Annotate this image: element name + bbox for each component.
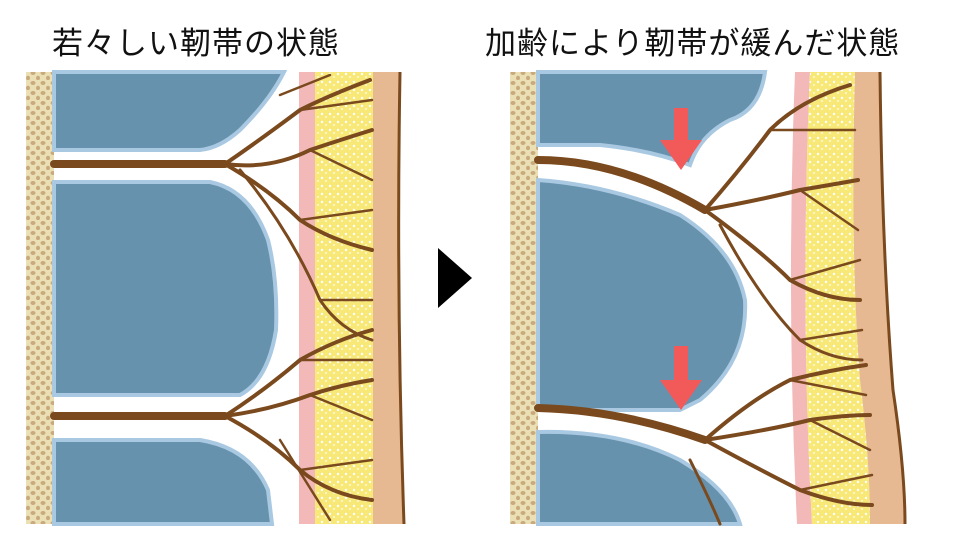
dermis-layer bbox=[299, 72, 315, 524]
arrow-down-icon bbox=[660, 346, 702, 410]
fat-pad bbox=[52, 438, 275, 526]
young-ligament-title: 若々しい靭帯の状態 bbox=[52, 26, 340, 62]
fat-pad bbox=[536, 177, 748, 412]
fat-pad bbox=[536, 70, 768, 168]
arrow-right-icon bbox=[438, 248, 472, 308]
young-panel bbox=[26, 70, 406, 526]
sagging-arrows bbox=[660, 108, 702, 410]
bone-layer bbox=[510, 72, 538, 524]
skin-layer bbox=[853, 72, 905, 524]
fat-pad bbox=[52, 180, 279, 397]
fat-pad bbox=[52, 70, 288, 152]
skin-layer bbox=[373, 72, 404, 524]
arrow-down-icon bbox=[660, 108, 702, 170]
ligament bbox=[50, 73, 374, 522]
subcutaneous-fat-layer bbox=[315, 72, 373, 524]
aged-panel bbox=[510, 70, 907, 526]
ligament bbox=[534, 83, 874, 526]
fat-pad bbox=[536, 429, 743, 526]
dermis-layer bbox=[790, 72, 812, 524]
aged-ligament-title: 加齢により靭帯が緩んだ状態 bbox=[485, 26, 901, 62]
bone-layer bbox=[26, 72, 54, 524]
